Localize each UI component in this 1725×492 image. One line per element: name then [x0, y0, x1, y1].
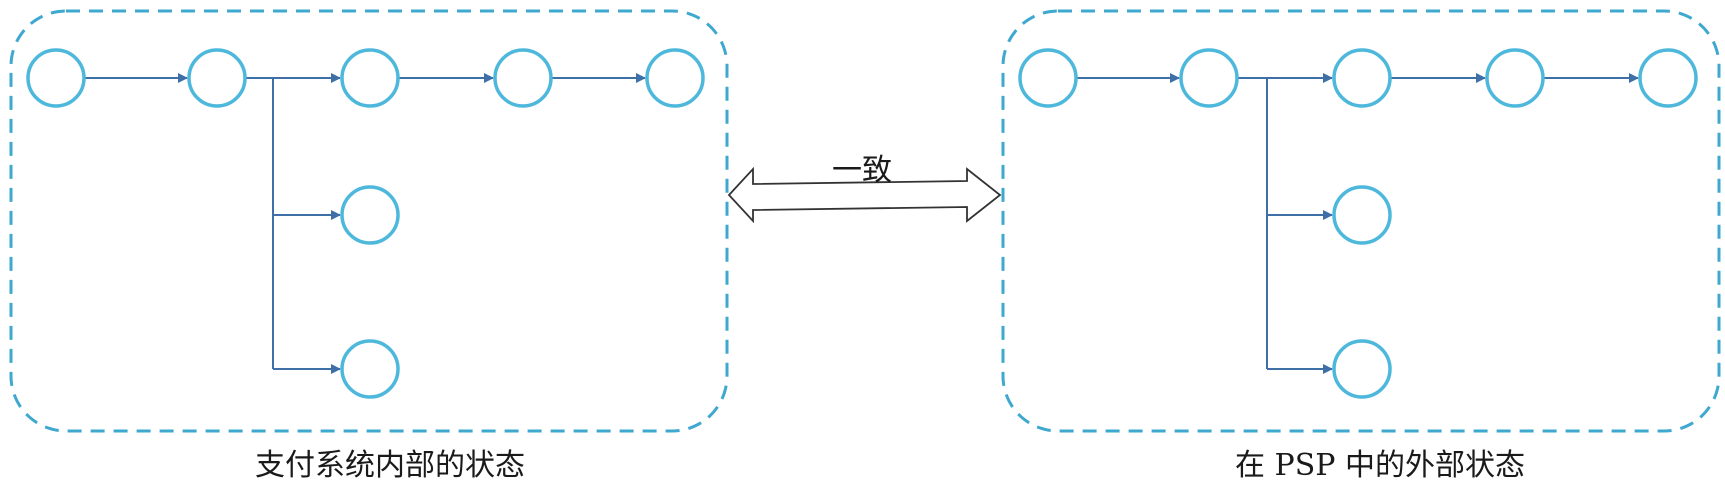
right-panel-border — [1001, 9, 1721, 433]
right-node-1 — [1018, 48, 1078, 108]
left-node-branch-a — [340, 185, 400, 245]
left-node-4 — [493, 48, 553, 108]
left-panel-border — [9, 9, 729, 433]
left-node-1 — [26, 48, 86, 108]
left-panel — [9, 9, 729, 433]
left-node-5 — [645, 48, 705, 108]
left-node-branch-b — [340, 339, 400, 399]
right-node-branch-a — [1332, 185, 1392, 245]
right-node-3 — [1332, 48, 1392, 108]
left-node-3 — [340, 48, 400, 108]
consistency-label: 一致 — [832, 153, 892, 188]
right-panel-caption: 在 PSP 中的外部状态 — [1235, 448, 1525, 483]
left-panel-caption: 支付系统内部的状态 — [255, 448, 525, 483]
right-node-branch-b — [1332, 339, 1392, 399]
right-node-4 — [1485, 48, 1545, 108]
right-panel — [1001, 9, 1721, 433]
double-arrow — [727, 166, 1002, 224]
right-node-5 — [1638, 48, 1698, 108]
right-node-2 — [1179, 48, 1239, 108]
left-node-2 — [187, 48, 247, 108]
